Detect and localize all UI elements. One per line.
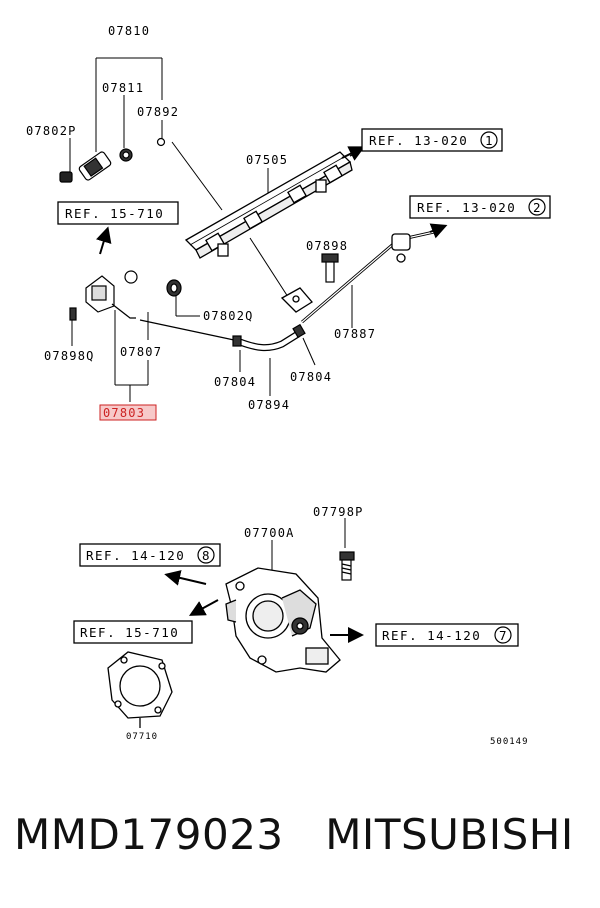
part-label-07804-right: 07804: [290, 370, 332, 384]
ref-box-14-120-8[interactable]: REF. 14-120 8: [79, 543, 221, 567]
leader-lines-lower: [271, 518, 346, 572]
part-label-07700a: 07700A: [244, 526, 295, 540]
part-label-07810: 07810: [108, 24, 150, 38]
pipe-arrow: [429, 223, 448, 239]
parts-diagram: 07810 07811 07892 07802P 07505 07898 078…: [26, 24, 551, 747]
part-label-07798p: 07798P: [313, 505, 364, 519]
gasket-07710: [107, 651, 173, 728]
rail-arrow: [341, 146, 366, 161]
part-label-07892: 07892: [137, 105, 179, 119]
diagram-code: 500149: [490, 737, 529, 747]
tb-arrow-upper-left: [164, 570, 207, 586]
ref-number-2: 2: [533, 200, 542, 215]
part-label-07505: 07505: [246, 153, 288, 167]
ref-label-15-710-upper: REF. 15-710: [65, 206, 164, 221]
part-label-07804-left: 07804: [214, 375, 256, 389]
ref-label-14-120-7: REF. 14-120: [382, 628, 481, 643]
ref-box-15-710-upper[interactable]: REF. 15-710: [57, 201, 179, 225]
part-label-07802q: 07802Q: [203, 309, 254, 323]
ref-label-14-120-8: REF. 14-120: [86, 548, 185, 563]
part-label-07811: 07811: [102, 81, 144, 95]
ref-label-13-020-2: REF. 13-020: [417, 200, 516, 215]
ref-number-1: 1: [485, 133, 494, 148]
bolt-07798p: [339, 551, 355, 581]
part-label-07802p: 07802P: [26, 124, 77, 138]
o-ring-07802q: [166, 279, 182, 297]
regulator-arrow: [96, 226, 112, 255]
pressure-regulator: [69, 270, 138, 321]
part-label-07887: 07887: [334, 327, 376, 341]
tb-arrow-lower-left: [188, 599, 219, 616]
ref-label-13-020-1: REF. 13-020: [369, 133, 468, 148]
ref-number-7: 7: [499, 628, 508, 643]
part-label-07807: 07807: [120, 345, 162, 359]
bolt-07898: [321, 253, 339, 283]
part-caption: MMD179023 MITSUBISHI: [14, 810, 574, 859]
part-label-07894: 07894: [248, 398, 290, 412]
part-label-07898: 07898: [306, 239, 348, 253]
leader-lines-upper: [69, 57, 353, 402]
ref-box-13-020-2[interactable]: REF. 13-020 2: [409, 195, 551, 219]
ref-box-15-710-lower[interactable]: REF. 15-710: [73, 620, 193, 644]
part-label-07803[interactable]: 07803: [103, 406, 145, 420]
fuel-rail: [184, 149, 363, 259]
throttle-body: [225, 567, 341, 673]
ref-number-8: 8: [202, 548, 211, 563]
highlight-box-07803: [99, 404, 157, 421]
ref-label-15-710-lower: REF. 15-710: [80, 625, 179, 640]
ref-box-13-020-1[interactable]: REF. 13-020 1: [361, 128, 503, 152]
ref-box-14-120-7[interactable]: REF. 14-120 7: [375, 623, 519, 647]
part-label-07898q: 07898Q: [44, 349, 95, 363]
fuel-pipe: [280, 230, 435, 324]
part-label-07710: 07710: [126, 732, 158, 742]
injector: [59, 137, 166, 183]
vacuum-hose: [139, 319, 306, 352]
